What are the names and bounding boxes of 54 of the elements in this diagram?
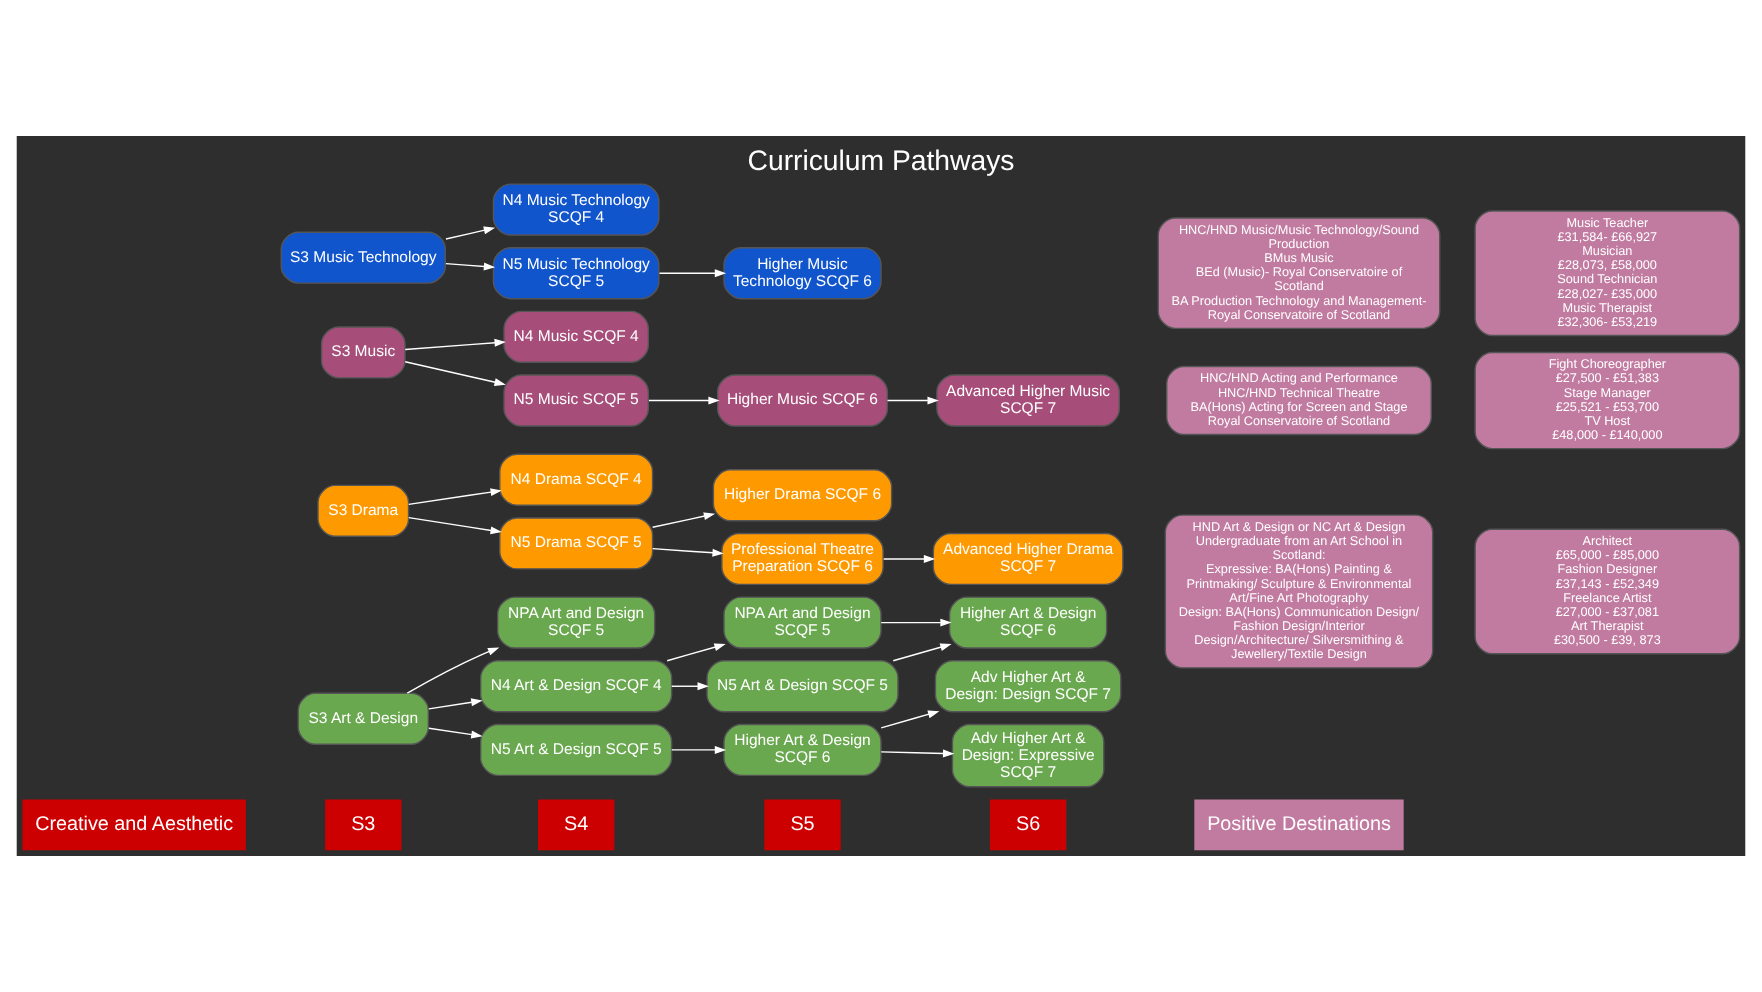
arrow	[658, 269, 727, 278]
node-box: Higher Music SCQF 6	[716, 374, 889, 427]
arrow	[648, 396, 720, 405]
arrow	[404, 361, 506, 387]
arrow	[671, 745, 727, 754]
arrow	[886, 396, 939, 405]
arrow	[408, 516, 502, 535]
node-box: Adv Higher Art & Design: Expressive SCQF 7	[951, 723, 1105, 788]
label: S4	[564, 814, 589, 837]
node-box: Higher Art & Design SCQF 6	[723, 723, 882, 777]
node-box: N5 Music Technology SCQF 5	[492, 247, 660, 300]
node-box: S3 Drama	[317, 484, 410, 537]
node-box: N4 Drama SCQF 4	[499, 453, 654, 506]
node-box: S3 Art & Design	[297, 692, 430, 745]
arrow	[880, 710, 940, 729]
label: S6	[1016, 814, 1041, 837]
node-box: Advanced Higher Music SCQF 7	[936, 374, 1121, 427]
arrow	[406, 647, 500, 694]
arrow	[445, 226, 496, 240]
node-box: N4 Music Technology SCQF 4	[492, 183, 660, 236]
arrow	[445, 262, 496, 271]
diagram-title: Curriculum Pathways	[747, 143, 1015, 176]
arrow	[666, 643, 726, 662]
node-box: Higher Art & Design SCQF 6	[948, 596, 1108, 649]
node-box: N5 Drama SCQF 5	[499, 517, 654, 570]
node-box: Professional Theatre Preparation SCQF 6	[721, 532, 884, 586]
arrow	[883, 555, 936, 563]
arrow	[880, 749, 955, 758]
node-box: N4 Art & Design SCQF 4	[480, 660, 673, 713]
node-box: N5 Music SCQF 5	[503, 374, 649, 427]
node-box: N5 Art & Design SCQF 5	[706, 660, 899, 713]
node-box: NPA Art and Design SCQF 5	[723, 596, 882, 649]
node-box: Higher Music Technology SCQF 6	[723, 247, 882, 300]
node-box: N4 Music SCQF 4	[503, 310, 649, 364]
arrow	[880, 618, 952, 627]
node-box: S3 Music	[320, 326, 406, 379]
label: Creative and Aesthetic	[35, 814, 234, 837]
node-box: Adv Higher Art & Design: Design SCQF 7	[934, 660, 1122, 713]
label: S3	[351, 814, 376, 837]
node-box: Higher Drama SCQF 6	[712, 469, 893, 522]
label: Positive Destinations	[1207, 814, 1391, 837]
node-box: N5 Art & Design SCQF 5	[480, 723, 673, 777]
node-box: Advanced Higher Drama SCQF 7	[932, 532, 1124, 586]
arrow	[651, 512, 716, 528]
node-box: NPA Art and Design SCQF 5	[496, 596, 656, 649]
arrow	[428, 727, 483, 739]
arrow	[404, 338, 506, 351]
label: S5	[790, 814, 815, 837]
arrow	[651, 547, 724, 557]
arrow	[671, 682, 709, 691]
node-box: S3 Music Technology	[280, 231, 447, 284]
arrow	[428, 698, 483, 710]
arrow	[408, 488, 502, 506]
arrow	[892, 643, 952, 662]
